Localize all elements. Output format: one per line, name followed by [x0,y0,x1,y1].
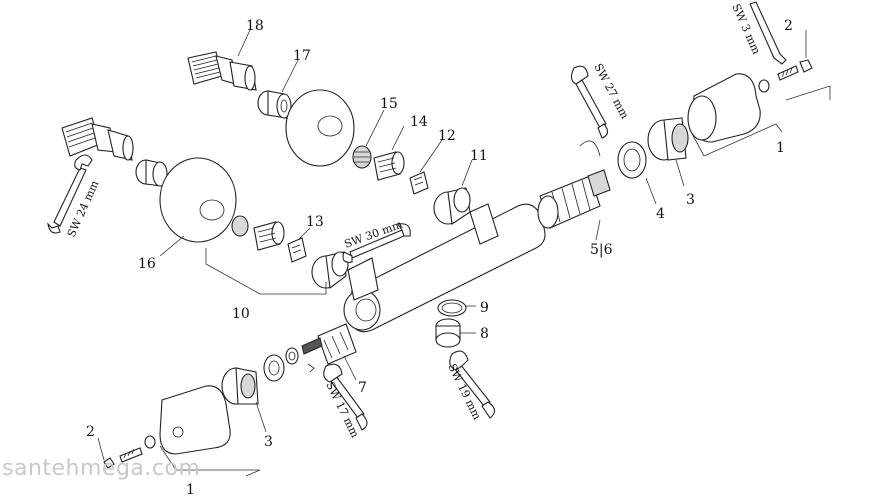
wrench-sw27 [570,65,609,139]
label-18: 18 [246,18,264,34]
upper-escutcheon [285,89,355,167]
part-4-ring [617,141,647,179]
part-10-lower-valve-set [231,215,285,251]
label-7: 7 [358,380,367,396]
part-2-screw-right [758,59,813,93]
left-eccentric-nipple [61,117,134,161]
label-4: 4 [656,206,665,222]
wrench-sw17 [323,363,368,431]
part-14-check-valve [373,151,405,181]
part-11-union-nut [433,187,471,225]
part-18-eccentric-nipple [187,51,257,91]
part-9-o-ring [437,299,467,317]
lower-union-nut [311,251,349,290]
label-3-right: 3 [686,192,695,208]
part-1-handle-right [687,73,761,143]
part-5-6-cartridge [537,140,611,229]
allen-key-sw3 [749,1,787,65]
small-ring-left [285,347,315,373]
wrench-sw19 [449,350,496,419]
label-1-right: 1 [776,140,785,156]
part-17-nut [257,90,292,119]
part-2-screw-left [103,435,156,469]
label-3-left: 3 [264,434,273,450]
label-17: 17 [293,48,311,64]
part-12-valve-insert [409,171,429,195]
part-3-adapter-right [647,117,689,161]
part-3-adapter-left [221,367,259,405]
left-adapter-ring [263,354,285,382]
left-nut [135,159,168,187]
watermark: santehmega.com [2,456,201,481]
part-1-handle-left [159,385,231,455]
label-2-right: 2 [784,18,793,34]
label-15: 15 [380,96,398,112]
label-14: 14 [410,114,428,130]
part-16-escutcheon [159,157,237,243]
label-9: 9 [480,300,489,316]
label-1-left: 1 [186,482,195,498]
thermostat-body [343,203,546,333]
part-13-valve-insert [287,237,307,263]
label-12: 12 [438,128,456,144]
label-2-left: 2 [86,424,95,440]
label-5-6: 5|6 [590,242,613,258]
label-11: 11 [470,148,488,164]
label-16: 16 [138,256,156,272]
label-13: 13 [306,214,324,230]
part-15-filter [352,145,372,169]
part-7-cartridge [301,323,357,365]
label-8: 8 [480,326,489,342]
label-10: 10 [232,306,250,322]
part-8-fitting [435,318,461,348]
wrench-sw30 [342,223,411,263]
wrench-sw24 [47,154,93,234]
leader-lines [97,29,831,477]
